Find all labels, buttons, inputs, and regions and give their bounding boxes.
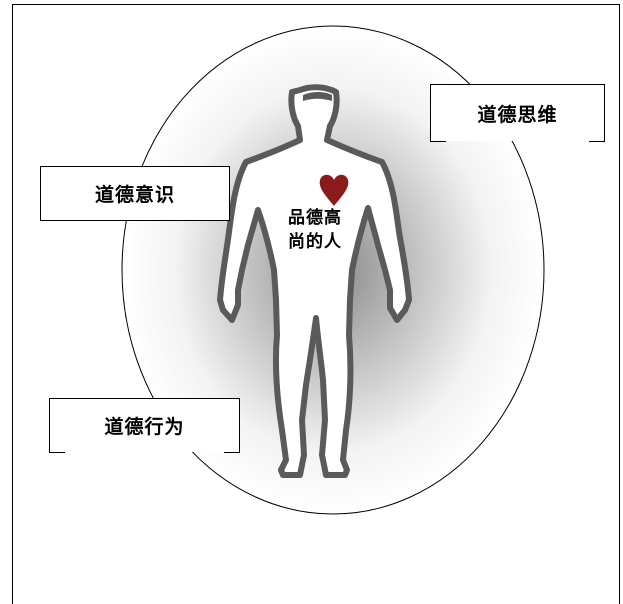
face-band	[303, 92, 332, 101]
diagram-frame	[12, 4, 620, 604]
center-label: 品德高 尚的人	[282, 206, 348, 254]
box-underline-left	[430, 141, 446, 142]
box-underline-right	[224, 452, 240, 453]
center-label-line2: 尚的人	[288, 232, 342, 252]
label-behavior: 道德行为	[104, 416, 185, 438]
label-box-behavior: 道德行为	[49, 398, 240, 453]
label-box-awareness: 道德意识	[40, 166, 230, 221]
box-underline-left	[49, 452, 65, 453]
center-label-line1: 品德高	[288, 208, 342, 228]
human-figure-icon	[217, 84, 412, 478]
label-awareness: 道德意识	[94, 184, 175, 206]
box-underline-right	[589, 141, 605, 142]
label-box-thinking: 道德思维	[430, 84, 605, 142]
label-thinking: 道德思维	[477, 103, 558, 126]
heart-icon	[319, 174, 349, 206]
